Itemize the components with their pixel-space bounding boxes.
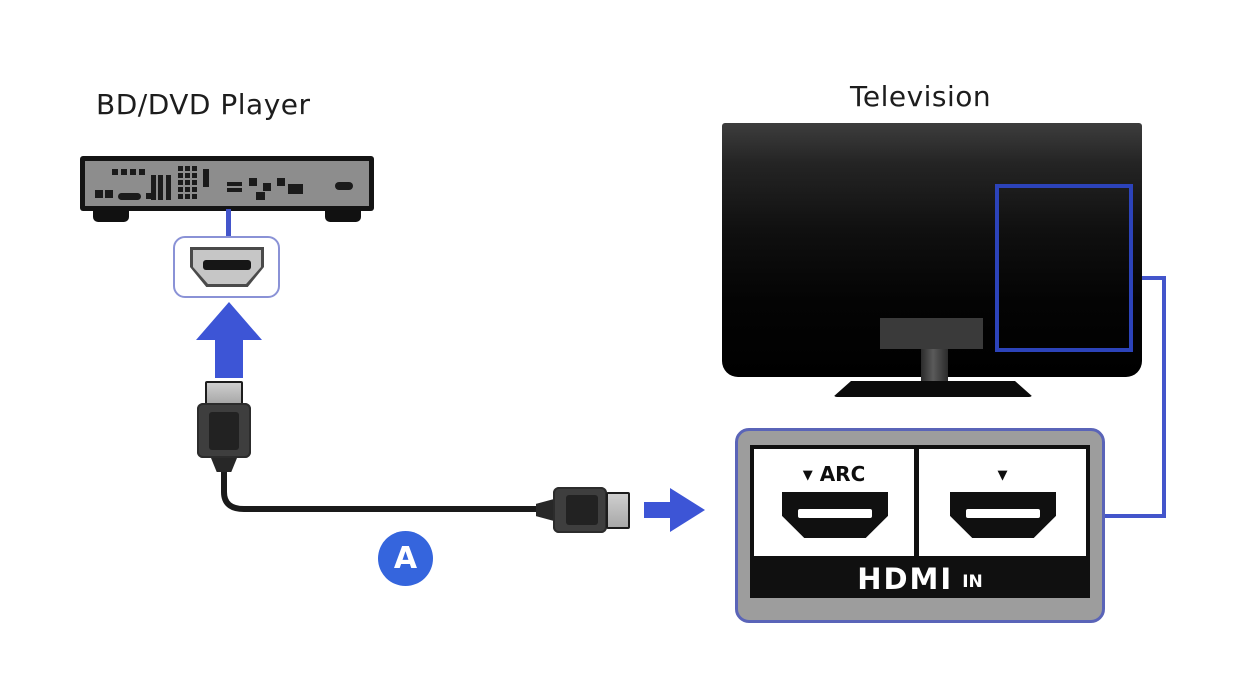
rear-port-dot [112, 169, 118, 175]
rear-port-dot [121, 169, 127, 175]
player-hdmi-port-callout [173, 236, 280, 298]
cable-badge: A [378, 531, 433, 586]
arrow-right-icon [644, 488, 705, 532]
rear-port-dot [256, 192, 265, 200]
player-rear-panel [85, 161, 369, 206]
hdmi-port-slot [966, 509, 1040, 518]
rear-port-block [95, 190, 103, 198]
tv-port-area-highlight [995, 184, 1133, 352]
hdmi-in-text: IN [962, 571, 983, 592]
port-arc-text: ARC [819, 462, 866, 486]
hdmi-ports-area: ▼ ARC ▼ [750, 445, 1090, 560]
rear-port-bar [166, 175, 171, 200]
hdmi-in-panel: ▼ ARC ▼ HDMI IN [735, 428, 1105, 623]
rear-port-grid [178, 166, 197, 199]
hdmi-port-icon [190, 247, 264, 287]
rear-port-slot [227, 188, 242, 192]
hdmi-connector-tip [606, 492, 630, 529]
rear-port-bar [151, 175, 156, 200]
player-foot-left [93, 210, 129, 222]
hdmi-logo: HDMI [857, 561, 954, 596]
rear-port-lozenge [118, 193, 141, 200]
rear-port-block [288, 184, 303, 194]
port2-label: ▼ [919, 462, 1086, 486]
hdmi-port-icon [950, 492, 1056, 538]
rear-port-slot [227, 182, 242, 186]
player-port-link-line [226, 209, 231, 238]
down-triangle-icon: ▼ [802, 468, 813, 483]
rear-port-dot [130, 169, 136, 175]
hdmi-connector-boot [211, 458, 237, 472]
rear-port-dot [146, 193, 151, 199]
hdmi-connector-boot [536, 499, 554, 521]
down-triangle-icon: ▼ [997, 468, 1008, 483]
hdmi-logo-bar: HDMI IN [750, 560, 1090, 598]
hdmi-port-slot [203, 260, 251, 270]
bd-dvd-player-device [80, 156, 374, 211]
hdmi-port-icon [782, 492, 888, 538]
port-arc-label: ▼ ARC [754, 462, 914, 486]
rear-port-dot [277, 178, 285, 186]
tv-stand-base [833, 381, 1033, 397]
rear-port-bar [203, 169, 209, 187]
hdmi-connector-icon [553, 487, 607, 533]
hdmi-cable-line [221, 463, 556, 512]
tv-stand-mount [880, 318, 983, 349]
hdmi-connector-icon [197, 403, 251, 458]
rear-port-dot [139, 169, 145, 175]
rear-port-dot [249, 178, 257, 186]
hdmi-connector-grip [209, 412, 239, 450]
player-foot-right [325, 210, 361, 222]
rear-port-dot [263, 183, 271, 191]
player-title: BD/DVD Player [96, 88, 311, 121]
hdmi-port-slot [798, 509, 872, 518]
rear-port-lozenge [335, 182, 353, 190]
arrow-up-icon [196, 302, 262, 378]
tv-stand-neck [921, 349, 948, 385]
rear-port-bar [158, 175, 163, 200]
rear-port-block [105, 190, 113, 198]
hdmi-in-panel-content: ▼ ARC ▼ HDMI IN [750, 445, 1090, 598]
ports-divider [914, 449, 919, 556]
television-title: Television [850, 80, 992, 113]
hdmi-connector-grip [566, 495, 598, 525]
hdmi-connector-tip [205, 381, 243, 405]
